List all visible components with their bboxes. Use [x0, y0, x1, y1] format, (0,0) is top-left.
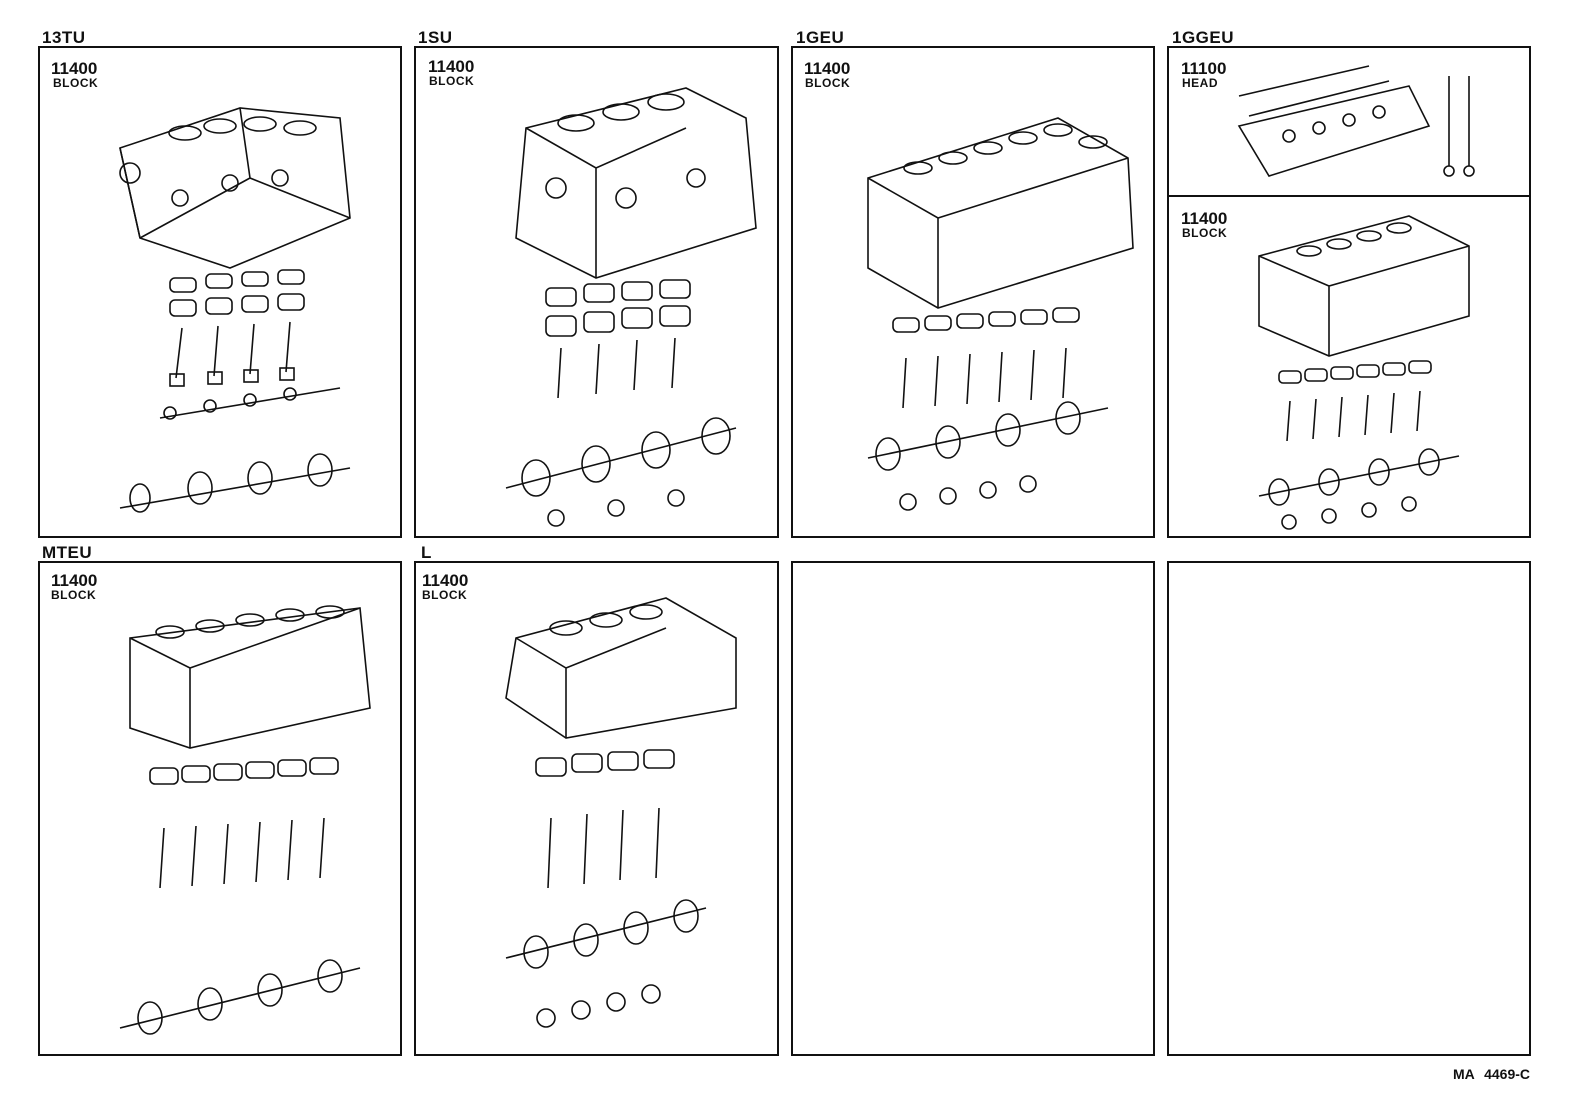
block-assembly-illustration	[505, 87, 757, 527]
part-name: BLOCK	[1182, 226, 1228, 240]
engine-label-1ggeu: 1GGEU	[1172, 28, 1235, 47]
panel-1ggeu: 11100 HEAD 11400 BLOCK	[1167, 46, 1531, 538]
block-assembly-illustration	[119, 107, 351, 513]
part-code: 11400	[804, 59, 851, 78]
panel-empty-2	[1167, 561, 1531, 1056]
panel-empty-1	[791, 561, 1155, 1056]
part-name: HEAD	[1182, 76, 1219, 90]
panel-l-block: 11400 BLOCK	[414, 561, 779, 1056]
panel-1geu-block: 11400 BLOCK	[791, 46, 1155, 538]
panel-divider	[1169, 195, 1529, 197]
engine-label-1su: 1SU	[418, 28, 453, 47]
block-assembly-illustration	[505, 597, 737, 1028]
block-assembly-illustration	[867, 117, 1134, 511]
panel-1su-block: 11400 BLOCK	[414, 46, 779, 538]
block-assembly-illustration	[1258, 215, 1470, 530]
block-assembly-illustration	[119, 605, 371, 1035]
panel-mteu-block: 11400 BLOCK	[38, 561, 402, 1056]
engine-label-13tu: 13TU	[42, 28, 86, 47]
engine-label-1geu: 1GEU	[796, 28, 845, 47]
part-name: BLOCK	[53, 76, 99, 90]
part-code: 11400	[51, 59, 98, 78]
part-name: BLOCK	[51, 588, 97, 602]
engine-label-mteu: MTEU	[42, 543, 93, 562]
part-code: 11400	[428, 57, 475, 76]
part-name: BLOCK	[422, 588, 468, 602]
part-code: 11400	[422, 571, 469, 590]
panel-13tu-block: 11400 BLOCK	[38, 46, 402, 538]
part-code: 11400	[51, 571, 98, 590]
cylinder-head-illustration	[1237, 65, 1475, 177]
part-name: BLOCK	[429, 74, 475, 88]
part-code: 11400	[1181, 209, 1228, 228]
engine-label-l: L	[421, 543, 432, 562]
part-code: 11100	[1181, 59, 1227, 78]
reference-code: MA 4469-C	[1452, 1066, 1530, 1082]
part-name: BLOCK	[805, 76, 851, 90]
